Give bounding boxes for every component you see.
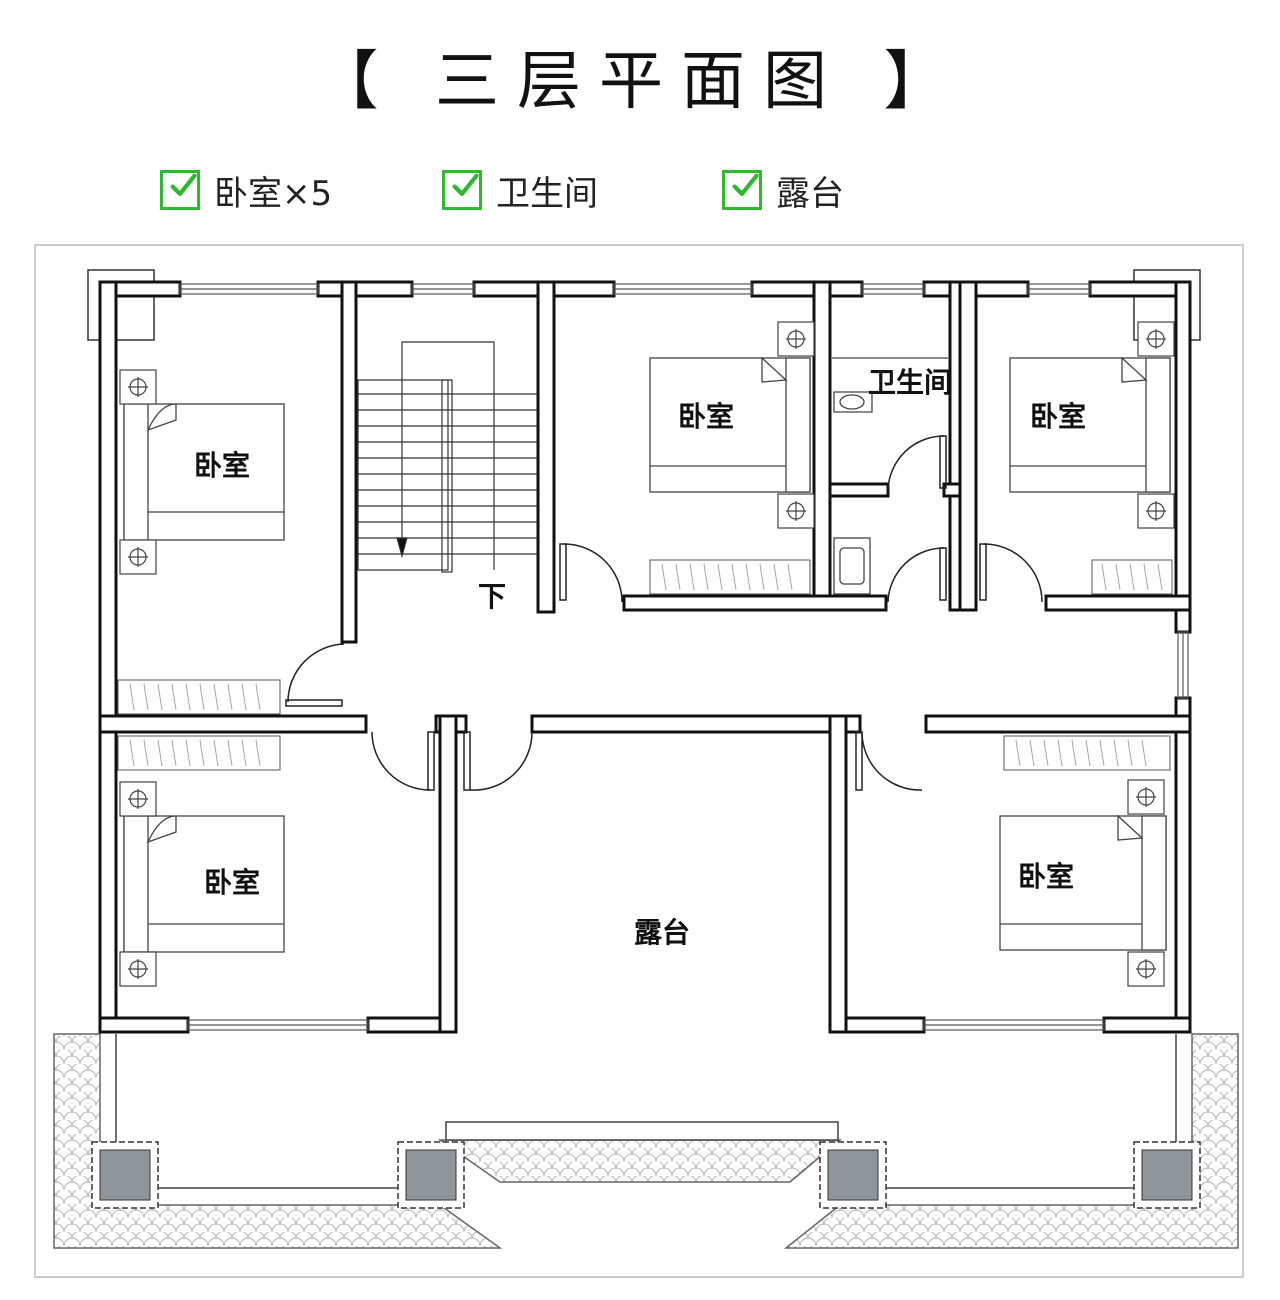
bed-icon	[649, 356, 811, 493]
legend-label: 露台	[776, 173, 844, 214]
windows	[179, 283, 1189, 1031]
room-label-bedroom-sw: 卧室	[204, 866, 260, 899]
legend-item-bathroom: 卫生间	[442, 166, 598, 214]
bed-icon	[999, 814, 1167, 951]
room-label-bathroom: 卫生间	[868, 366, 952, 399]
bed-icon	[123, 815, 285, 953]
staircase	[357, 341, 538, 573]
pillar-icon	[1133, 1141, 1201, 1209]
legend: 卧室×5 卫生间 露台	[0, 166, 1280, 214]
bed-icons	[123, 356, 1171, 953]
legend-label: 卧室×5	[214, 173, 333, 214]
page-title: 【 三层平面图 】	[314, 45, 966, 119]
legend-label: 卫生间	[496, 173, 598, 214]
checkmark-icon	[442, 170, 482, 210]
sink-icon	[833, 537, 871, 595]
pillar-icon	[819, 1141, 887, 1209]
wardrobe-hangers	[129, 563, 1163, 767]
legend-item-bedroom: 卧室×5	[160, 166, 332, 214]
room-label-terrace: 露台	[634, 916, 690, 949]
toilet-icon	[832, 357, 948, 413]
floor-plan: 卧室 卧室 卫生间 卧室 卧室 卧室 露台 下	[34, 244, 1244, 1278]
bed-icon	[123, 403, 285, 541]
pillar-icons	[91, 1141, 1201, 1209]
room-label-bedroom-se: 卧室	[1018, 860, 1074, 893]
room-label-bedroom-n1: 卧室	[678, 400, 734, 433]
walls	[98, 280, 1192, 1034]
checkmark-icon	[722, 170, 762, 210]
bed-icon	[1009, 356, 1171, 493]
room-label-bedroom-ne: 卧室	[1030, 400, 1086, 433]
stairs-down-label: 下	[478, 580, 506, 613]
checkmark-icon	[160, 170, 200, 210]
nightstand-icons	[119, 321, 1175, 987]
pillar-icon	[397, 1141, 465, 1209]
legend-item-terrace: 露台	[722, 166, 844, 214]
balcony-roof-tiles	[53, 1033, 1239, 1249]
doors	[285, 435, 1043, 791]
pillar-icon	[91, 1141, 159, 1209]
wardrobes	[117, 559, 1173, 771]
room-label-bedroom-nw: 卧室	[194, 449, 250, 482]
